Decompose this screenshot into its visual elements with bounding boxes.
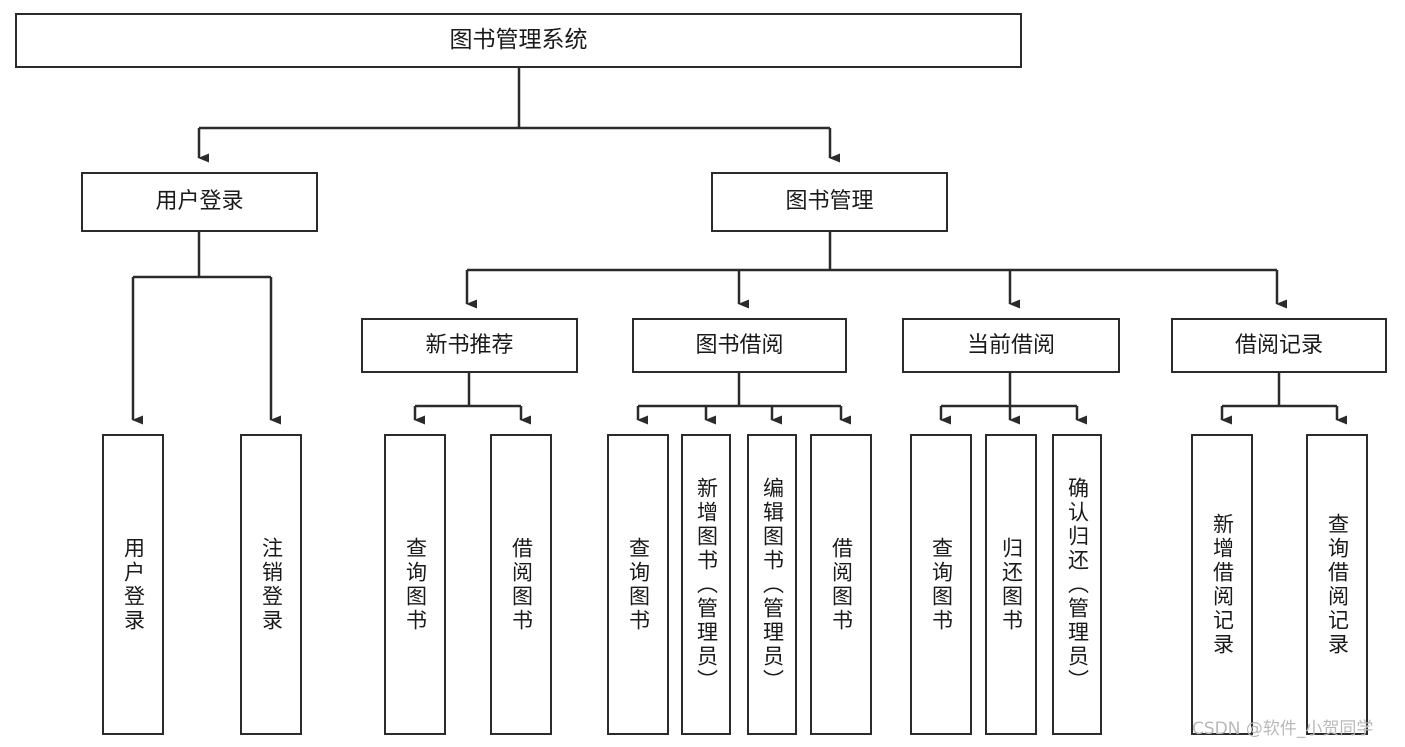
node-user-login[interactable]: 用户登录 xyxy=(81,172,318,232)
node-borrow-record[interactable]: 借阅记录 xyxy=(1171,318,1387,373)
node-label: 新增图书（管理员） xyxy=(694,476,719,693)
leaf-confirm-return-admin[interactable]: 确认归还（管理员） xyxy=(1052,434,1102,735)
node-book-borrow[interactable]: 图书借阅 xyxy=(632,318,847,373)
node-label: 新书推荐 xyxy=(425,332,514,358)
node-label: 图书管理 xyxy=(785,189,874,215)
leaf-return-book[interactable]: 归还图书 xyxy=(985,434,1037,735)
leaf-user-login[interactable]: 用户登录 xyxy=(102,434,164,735)
leaf-edit-book-admin[interactable]: 编辑图书（管理员） xyxy=(747,434,797,735)
node-label: 注销登录 xyxy=(259,536,284,633)
leaf-borrow-book[interactable]: 借阅图书 xyxy=(810,434,872,735)
node-label: 查询图书 xyxy=(626,536,651,633)
node-label: 图书借阅 xyxy=(695,332,784,358)
leaf-query-book-borrow[interactable]: 查询图书 xyxy=(607,434,669,735)
node-label: 归还图书 xyxy=(999,536,1024,633)
node-book-management[interactable]: 图书管理 xyxy=(711,172,948,232)
leaf-query-book-recommend[interactable]: 查询图书 xyxy=(384,434,446,735)
leaf-borrow-book-recommend[interactable]: 借阅图书 xyxy=(490,434,552,735)
node-label: 当前借阅 xyxy=(966,332,1055,358)
leaf-query-borrow-record[interactable]: 查询借阅记录 xyxy=(1306,434,1368,735)
node-label: 查询借阅记录 xyxy=(1325,512,1350,657)
node-label: 查询图书 xyxy=(929,536,954,633)
node-label: 确认归还（管理员） xyxy=(1065,476,1090,693)
leaf-query-book-current[interactable]: 查询图书 xyxy=(910,434,972,735)
node-label: 借阅图书 xyxy=(509,536,534,633)
leaf-logout[interactable]: 注销登录 xyxy=(240,434,302,735)
node-label: 新增借阅记录 xyxy=(1210,512,1235,657)
node-label: 借阅记录 xyxy=(1234,332,1323,358)
node-new-book-recommend[interactable]: 新书推荐 xyxy=(361,318,578,373)
node-root-book-management-system[interactable]: 图书管理系统 xyxy=(15,13,1022,68)
node-current-borrow[interactable]: 当前借阅 xyxy=(902,318,1120,373)
node-label: 图书管理系统 xyxy=(449,27,588,54)
node-label: 用户登录 xyxy=(155,189,244,215)
node-label: 用户登录 xyxy=(121,536,146,633)
node-label: 查询图书 xyxy=(403,536,428,633)
node-label: 编辑图书（管理员） xyxy=(760,476,785,693)
node-label: 借阅图书 xyxy=(829,536,854,633)
leaf-add-borrow-record[interactable]: 新增借阅记录 xyxy=(1191,434,1253,735)
leaf-add-book-admin[interactable]: 新增图书（管理员） xyxy=(681,434,731,735)
